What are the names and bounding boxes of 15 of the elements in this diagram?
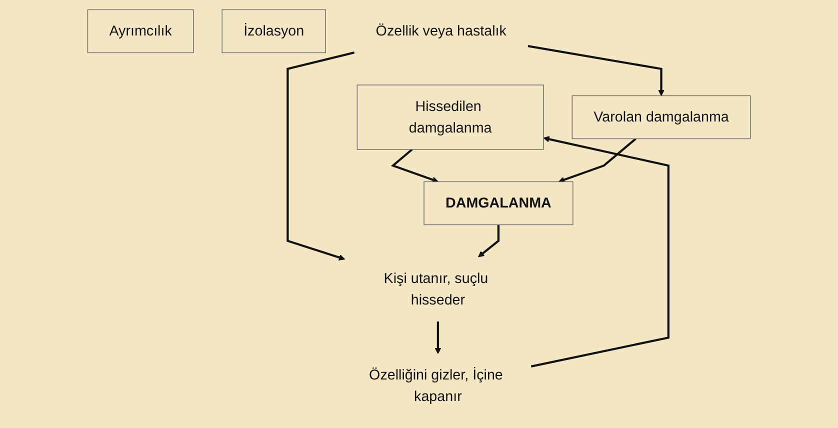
node-box: Hissedilen damgalanma — [356, 84, 544, 150]
arrow — [530, 136, 670, 368]
arrow — [528, 45, 664, 96]
arrow — [390, 148, 438, 183]
arrow — [478, 224, 500, 258]
node-box: Varolan damgalanma — [572, 95, 751, 140]
node-box: İzolasyon — [222, 9, 326, 54]
arrow — [286, 51, 354, 260]
arrow — [558, 138, 636, 183]
node-text: Özelliğini gizler, İçine kapanır — [368, 367, 503, 405]
node-box: DAMGALANMA — [424, 181, 574, 226]
node-box: Ayrımcılık — [87, 9, 194, 54]
arrow — [434, 322, 442, 354]
node-text: Kişi utanır, suçlu hisseder — [384, 270, 488, 308]
node-text: Özellik veya hastalık — [376, 23, 506, 40]
